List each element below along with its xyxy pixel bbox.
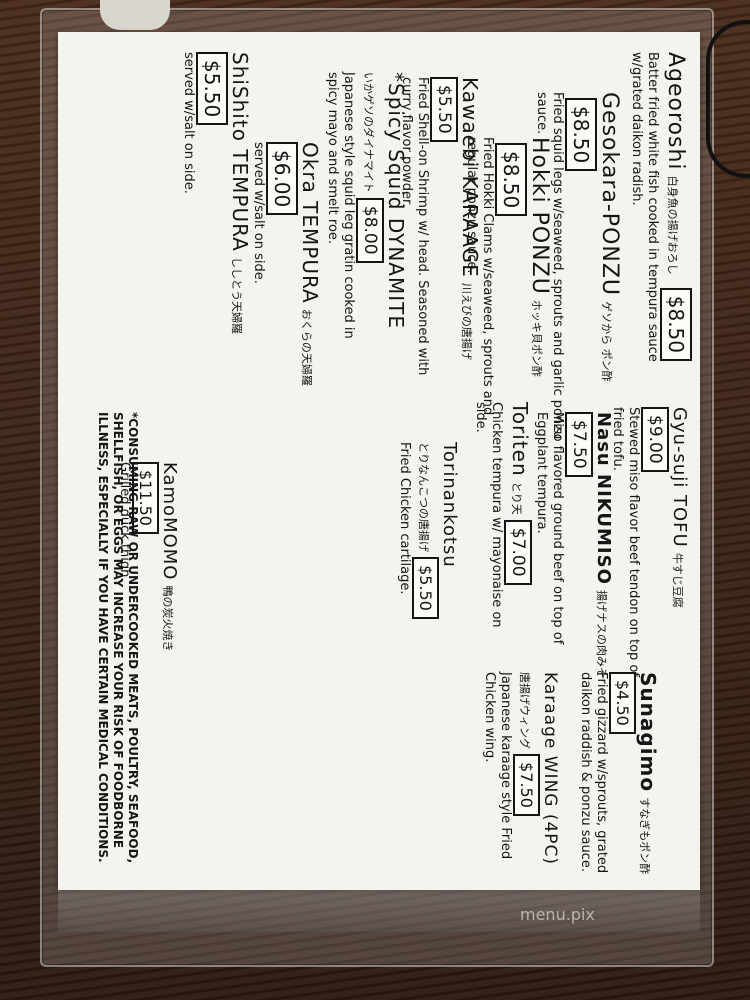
- item-price: $4.50: [609, 672, 636, 734]
- item-description: Japanese karaage style Fried Chicken win…: [482, 672, 513, 860]
- item-description: Miso flavored ground beef on top of Eggp…: [534, 412, 565, 645]
- item-japanese-name: 牛すじ豆腐: [671, 552, 684, 608]
- menu-item-karaage-wing: Karaage WING (4PC) 唐揚げウィング $7.50 Japanes…: [481, 672, 560, 882]
- item-japanese-name: ゲソから ポン酢: [600, 301, 613, 382]
- item-name: Karaage WING (4PC): [540, 672, 560, 866]
- item-price: $7.50: [565, 412, 593, 477]
- item-japanese-name: いかゲソのダイナマイト: [362, 72, 375, 193]
- menu-paper: [58, 32, 700, 890]
- sleeve-bottom-edge: [58, 890, 700, 932]
- menu-item-spicy-squid-dynamite: *Spicy Squid DYNAMITE いかゲソのダイナマイト $8.00 …: [324, 72, 408, 372]
- item-description: served w/salt on side.: [251, 142, 266, 284]
- menu-item-okra-tempura: Okra TEMPURA おくらの天婦羅 $6.00 served w/salt…: [250, 142, 322, 422]
- item-price: $5.50: [430, 77, 458, 142]
- menu-item-sunagimo: Sunagimo すなぎもポン酢 $4.50 Fried gizzard w/s…: [577, 672, 660, 882]
- item-price: $5.50: [196, 52, 228, 126]
- item-japanese-name: 揚げナスの肉みそ: [595, 589, 608, 678]
- menu-item-kawaebi-karaage: Kawaebi KARAAGE 川えびの唐揚げ $5.50 Fried Shel…: [398, 77, 482, 377]
- item-description: Fried Chicken cartilage.: [397, 442, 412, 595]
- menu-item-shishito-tempura: ShiShito TEMPURA ししとう天婦羅 $5.50 served w/…: [180, 52, 252, 352]
- menu-item-ageoroshi: Ageoroshi 白身魚の揚げおろし $8.50 Batter fried w…: [628, 52, 692, 412]
- item-name: Hokki PONZU: [527, 137, 552, 295]
- item-name: Okra TEMPURA: [298, 142, 322, 304]
- item-description: served w/salt on side.: [181, 52, 196, 194]
- item-name: Sunagimo: [636, 672, 660, 793]
- menu-item-nasu-nikumiso: Nasu NIKUMISO 揚げナスの肉みそ $7.50 Miso flavor…: [533, 412, 614, 692]
- item-japanese-name: 唐揚げウィング: [518, 672, 531, 749]
- item-price: $8.50: [565, 98, 597, 172]
- watermark-logo: menu.pix: [520, 905, 595, 924]
- item-name: Ageoroshi: [663, 52, 688, 171]
- item-name: *Spicy Squid DYNAMITE: [384, 72, 408, 329]
- consumer-advisory-notice: *CONSUMING RAW OR UNDERCOOKED MEATS, POU…: [96, 412, 140, 864]
- item-japanese-name: ししとう天婦羅: [230, 256, 243, 334]
- menu-item-torinankotsu: Torinankotsu とりなんこつの唐揚げ $5.50 Fried Chic…: [396, 442, 460, 672]
- menu-item-gyu-suji-tofu: Gyu-suji TOFU 牛すじ豆腐 $9.00 Stewed miso fl…: [609, 407, 690, 677]
- item-name: Gyu-suji TOFU: [669, 407, 690, 548]
- item-description: Japanese style squid leg gratin cooked i…: [325, 72, 356, 339]
- item-japanese-name: 鴨の炭火焼き: [161, 585, 174, 652]
- item-japanese-name: 白身魚の揚げおろし: [666, 175, 679, 275]
- item-price: $9.00: [641, 407, 669, 472]
- item-name: Nasu NIKUMISO: [593, 412, 614, 585]
- item-name: KamoMOMO: [159, 462, 180, 581]
- item-description: Batter fried white fish cooked in tempur…: [629, 52, 660, 362]
- item-price: $6.00: [266, 142, 298, 216]
- item-name: ShiShito TEMPURA: [228, 52, 252, 252]
- item-japanese-name: おくらの天婦羅: [300, 308, 313, 386]
- item-japanese-name: すなぎもポン酢: [638, 797, 651, 875]
- item-description: Fried gizzard w/sprouts, grated daikon r…: [578, 672, 609, 874]
- menu-item-toriten: Toriten とり天 $7.00 Chicken tempura w/ may…: [472, 402, 532, 652]
- item-price: $8.00: [356, 197, 384, 263]
- item-name: Kawaebi KARAAGE: [458, 77, 482, 278]
- item-price: $8.50: [495, 143, 527, 217]
- item-description: Chicken tempura w/ mayonaise on side.: [473, 402, 504, 628]
- item-japanese-name: 川えびの唐揚げ: [460, 282, 473, 360]
- item-japanese-name: とり天: [510, 481, 523, 515]
- item-price: $5.50: [412, 557, 439, 619]
- item-name: Toriten: [508, 402, 532, 477]
- item-price: $7.00: [504, 519, 532, 585]
- black-cord: [706, 20, 750, 178]
- item-price: $8.50: [660, 287, 692, 362]
- item-name: Gesokara-PONZU: [597, 92, 622, 297]
- item-japanese-name: とりなんこつの唐揚げ: [417, 442, 430, 552]
- item-japanese-name: ホッキ貝ポン酢: [530, 299, 543, 377]
- menu-content: Ageoroshi 白身魚の揚げおろし $8.50 Batter fried w…: [58, 32, 700, 890]
- item-price: $7.50: [513, 754, 540, 816]
- item-name: Torinankotsu: [439, 442, 460, 568]
- menu-stand-clip: [100, 0, 170, 30]
